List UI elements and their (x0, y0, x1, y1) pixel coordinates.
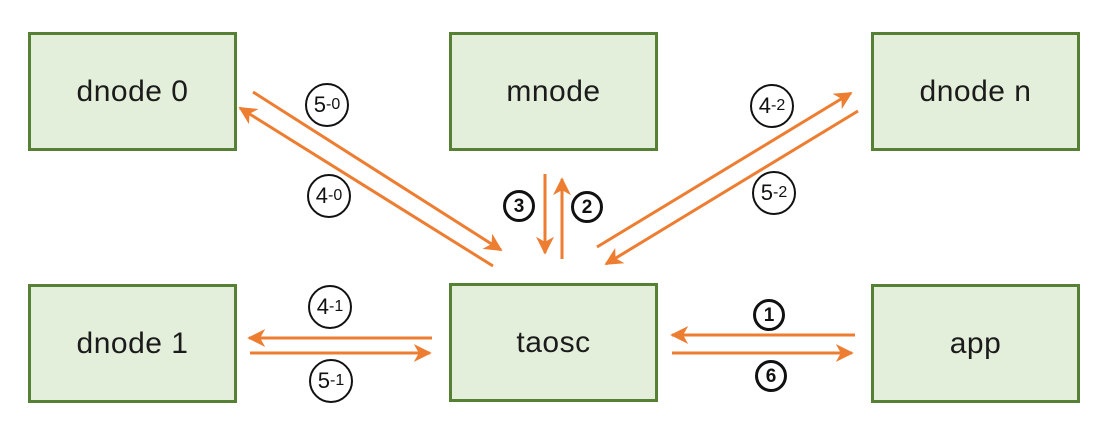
edge-label-1-main: 1 (763, 304, 775, 326)
node-dnode-1-label: dnode 1 (76, 326, 189, 360)
edge-label-5-0-sub: -0 (326, 96, 341, 113)
node-dnode-0-label: dnode 0 (76, 74, 189, 108)
arrow-4-0 (238, 106, 494, 268)
edge-label-2-main: 2 (581, 196, 593, 218)
arrow-4-2 (596, 91, 853, 249)
edge-label-4-1-sub: -1 (329, 298, 344, 315)
node-mnode-label: mnode (506, 74, 601, 108)
edge-label-6: 6 (755, 360, 787, 392)
edge-label-4-0: 4-0 (307, 174, 351, 218)
node-dnode-0: dnode 0 (28, 32, 237, 151)
node-dnode-n: dnode n (871, 32, 1080, 151)
arrow-5-2 (604, 109, 859, 266)
edge-label-5-2-main: 5 (760, 180, 773, 205)
node-taosc: taosc (449, 283, 658, 402)
edge-label-2: 2 (571, 191, 603, 223)
node-app-label: app (949, 326, 1002, 360)
edge-label-5-2: 5-2 (752, 171, 796, 215)
edge-label-4-2: 4-2 (750, 84, 794, 128)
node-dnode-1: dnode 1 (28, 284, 237, 403)
node-mnode: mnode (449, 32, 658, 151)
edge-label-5-0-main: 5 (313, 92, 326, 117)
edge-label-4-2-main: 4 (758, 93, 771, 118)
node-taosc-label: taosc (516, 325, 591, 359)
edge-label-5-0: 5-0 (305, 83, 349, 127)
edge-label-5-2-sub: -2 (773, 184, 788, 201)
arrow-5-0 (252, 90, 503, 252)
edge-label-3: 3 (503, 190, 535, 222)
edge-label-1: 1 (753, 299, 785, 331)
edge-label-5-1-sub: -1 (330, 372, 345, 389)
edge-label-4-2-sub: -2 (771, 97, 786, 114)
edge-label-5-1-main: 5 (317, 368, 330, 393)
node-app: app (871, 284, 1080, 403)
node-dnode-n-label: dnode n (919, 74, 1032, 108)
edge-label-4-0-main: 4 (315, 183, 328, 208)
edge-label-3-main: 3 (513, 195, 525, 217)
edge-label-6-main: 6 (765, 365, 777, 387)
edge-label-4-0-sub: -0 (328, 187, 343, 204)
edge-label-4-1-main: 4 (316, 294, 329, 319)
edge-label-4-1: 4-1 (308, 285, 352, 329)
edge-label-5-1: 5-1 (309, 359, 353, 403)
